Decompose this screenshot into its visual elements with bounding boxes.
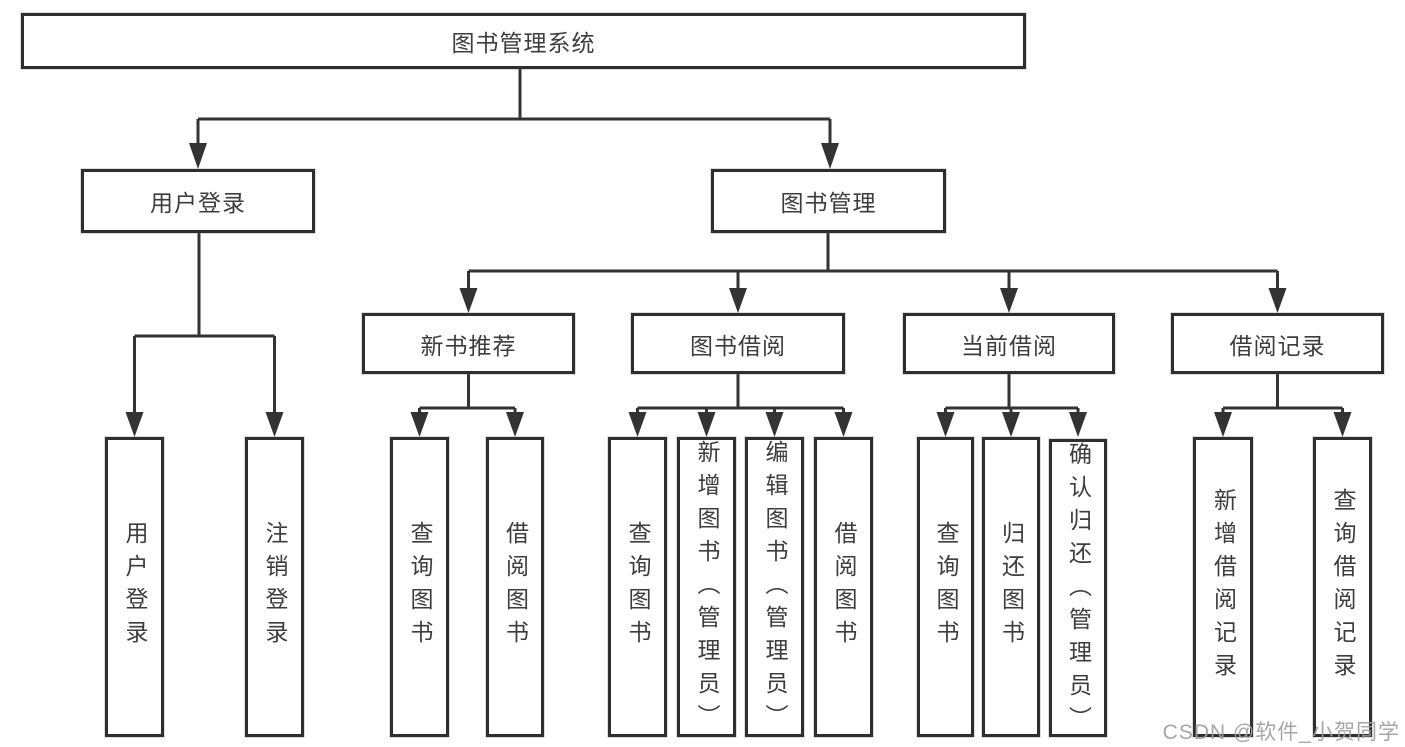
- leaf-borrow-borrow-books-label: 借阅图书: [831, 521, 857, 653]
- arrowhead-cur-borrow: [1000, 288, 1018, 313]
- arrowhead-bb-query: [628, 412, 647, 437]
- leaf-current-confirm-return-admin-label: 确认归还（管理员）: [1065, 442, 1092, 739]
- leaf-newrec-query-books-label: 查询图书: [407, 521, 433, 653]
- arrowhead-bb-add: [697, 412, 716, 437]
- leaf-records-add-record: 新增借阅记录: [1193, 437, 1253, 737]
- leaf-current-confirm-return-admin: 确认归还（管理员）: [1049, 439, 1107, 739]
- node-book-management-label: 图书管理: [780, 190, 877, 216]
- arrowhead-new-rec: [459, 288, 478, 313]
- leaf-user-login: 用户登录: [105, 437, 164, 737]
- node-borrowing-records: 借阅记录: [1171, 313, 1384, 374]
- leaf-records-query-record: 查询借阅记录: [1313, 437, 1372, 737]
- leaf-current-return-books: 归还图书: [982, 437, 1040, 737]
- leaf-borrow-query-books-label: 查询图书: [625, 521, 651, 653]
- leaf-newrec-borrow-books-label: 借阅图书: [502, 521, 529, 653]
- arrowhead-book-mgmt: [821, 143, 839, 169]
- node-new-book-recommend-label: 新书推荐: [420, 332, 517, 359]
- arrowhead-cb-return: [1002, 412, 1020, 437]
- leaf-logout-label: 注销登录: [262, 521, 288, 653]
- arrowhead-borrow-rec: [1268, 288, 1287, 313]
- leaf-logout: 注销登录: [245, 437, 304, 737]
- leaf-current-query-books: 查询图书: [917, 437, 974, 737]
- leaf-current-query-books-label: 查询图书: [933, 521, 959, 653]
- leaf-records-add-record-label: 新增借阅记录: [1210, 488, 1237, 686]
- node-current-borrowing: 当前借阅: [903, 313, 1115, 374]
- node-current-borrowing-label: 当前借阅: [961, 332, 1057, 359]
- node-book-borrowing: 图书借阅: [631, 313, 845, 374]
- node-book-management: 图书管理: [711, 169, 946, 233]
- arrowhead-nb-borrow: [506, 412, 524, 437]
- leaf-user-login-label: 用户登录: [122, 521, 148, 653]
- node-new-book-recommend: 新书推荐: [362, 313, 575, 374]
- arrowhead-bb-borrow: [834, 412, 853, 437]
- arrowhead-leaf-logout: [265, 412, 284, 437]
- arrowhead-br-query: [1333, 412, 1352, 437]
- node-book-borrowing-label: 图书借阅: [690, 332, 786, 359]
- leaf-borrow-borrow-books: 借阅图书: [814, 437, 873, 737]
- node-user-login-label: 用户登录: [150, 190, 246, 216]
- leaf-borrow-add-books-admin-label: 新增图书（管理员）: [694, 440, 720, 737]
- node-root-label: 图书管理系统: [451, 30, 596, 56]
- leaf-borrow-edit-books-admin: 编辑图书（管理员）: [745, 437, 804, 737]
- leaf-borrow-add-books-admin: 新增图书（管理员）: [677, 437, 736, 737]
- arrowhead-leaf-login: [125, 412, 144, 437]
- leaf-borrow-edit-books-admin-label: 编辑图书（管理员）: [762, 440, 788, 737]
- arrowhead-br-add: [1214, 412, 1232, 437]
- leaf-newrec-query-books: 查询图书: [390, 437, 449, 737]
- arrowhead-book-borrow: [729, 288, 747, 313]
- leaf-borrow-query-books: 查询图书: [608, 437, 667, 737]
- node-borrowing-records-label: 借阅记录: [1229, 332, 1326, 359]
- leaf-current-return-books-label: 归还图书: [998, 521, 1025, 653]
- leaf-newrec-borrow-books: 借阅图书: [486, 437, 544, 737]
- leaf-records-query-record-label: 查询借阅记录: [1330, 488, 1356, 686]
- arrowhead-user-login: [189, 143, 207, 169]
- node-user-login: 用户登录: [81, 169, 315, 233]
- csdn-watermark: CSDN @软件_小贺同学: [1162, 721, 1400, 744]
- node-root: 图书管理系统: [21, 13, 1026, 69]
- arrowhead-cb-confirm: [1069, 412, 1087, 437]
- arrowhead-bb-edit: [765, 412, 784, 437]
- arrowhead-nb-query: [410, 412, 429, 437]
- arrowhead-cb-query: [936, 412, 955, 437]
